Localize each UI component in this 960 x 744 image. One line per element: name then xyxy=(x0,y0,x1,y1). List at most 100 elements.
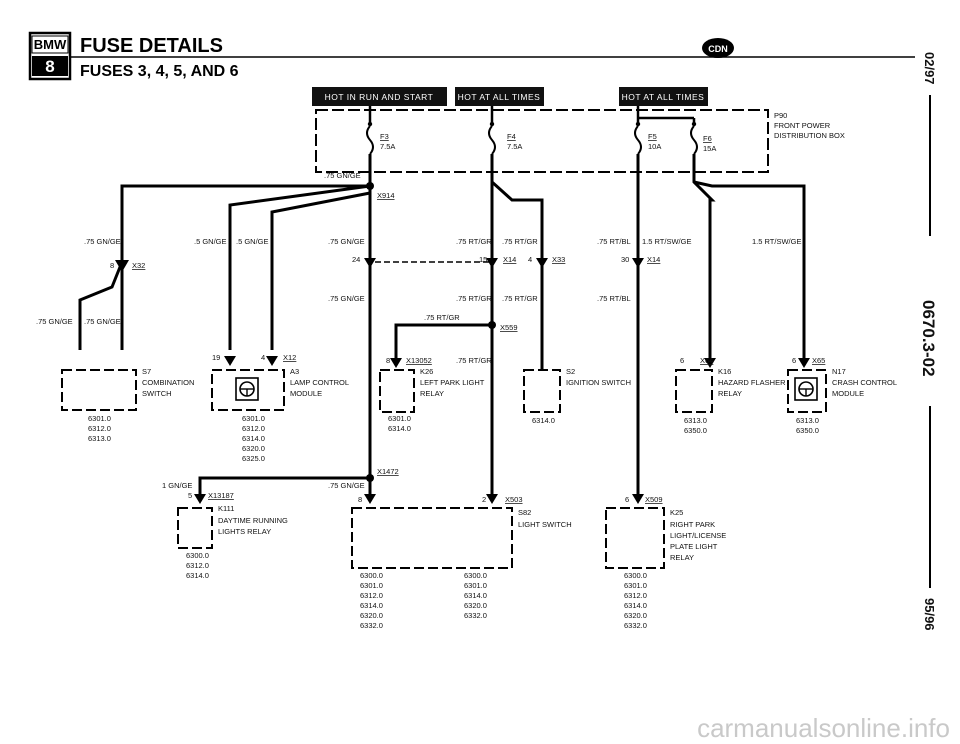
k25-ref-3: 6312.0 xyxy=(624,591,647,600)
n17-id: N17 xyxy=(832,367,846,376)
pin-x32 xyxy=(115,260,129,272)
s82-box xyxy=(351,507,513,569)
conn-x1472: X1472 xyxy=(377,467,399,476)
s7-name-1: COMBINATION xyxy=(142,378,194,387)
conn-x13052-pin: 8 xyxy=(386,356,390,365)
s82-ref-a-1: 6300.0 xyxy=(360,571,383,580)
pin-x13187 xyxy=(194,494,206,504)
conn-x12: X12 xyxy=(283,353,296,362)
wire-label-a3-right: .5 GN/GE xyxy=(236,237,269,246)
conn-x64-pin: 6 xyxy=(680,356,684,365)
splice-x1472 xyxy=(366,474,374,482)
s2-ref-1: 6314.0 xyxy=(532,416,555,425)
wire-label-f4-a: .75 RT/GR xyxy=(456,237,492,246)
wire-f6-to-k16 xyxy=(692,154,716,364)
wire-s7-split xyxy=(78,261,124,350)
k25-ref-2: 6301.0 xyxy=(624,581,647,590)
wire-f4-to-s2 xyxy=(490,154,544,370)
s82-id: S82 xyxy=(518,508,531,517)
conn-x12-pin1: 19 xyxy=(212,353,220,362)
a3-ref-1: 6301.0 xyxy=(242,414,265,423)
k111-name-1: DAYTIME RUNNING xyxy=(218,516,288,525)
side-mask xyxy=(922,236,938,406)
conn-x33: X33 xyxy=(552,255,565,264)
k16-name-1: HAZARD FLASHER xyxy=(718,378,786,387)
fuse-f4-terminal xyxy=(489,121,495,127)
splice-x914 xyxy=(366,182,374,190)
pin-x33 xyxy=(536,258,548,268)
k25-name-4: RELAY xyxy=(670,553,694,562)
fuse-f5-id: F5 xyxy=(648,132,657,141)
wire-label-f3-out: .75 GN/GE xyxy=(324,171,361,180)
wire-label-f4-c: .75 RT/GR xyxy=(456,294,492,303)
s82-ref-b-1: 6300.0 xyxy=(464,571,487,580)
conn-x509-pin: 6 xyxy=(625,495,629,504)
wire-label-s7-left: .75 GN/GE xyxy=(36,317,73,326)
conn-x509: X509 xyxy=(645,495,663,504)
pin-x12-4 xyxy=(266,356,278,366)
k25-ref-5: 6320.0 xyxy=(624,611,647,620)
bmw-logo-text: BMW xyxy=(34,37,67,52)
n17-module-icon xyxy=(794,377,818,401)
fuse-f6-rating: 15A xyxy=(703,144,716,153)
p90-name-line1: FRONT POWER xyxy=(774,121,831,130)
conn-x14-a-pin3: 4 xyxy=(528,255,532,264)
pin-x65 xyxy=(798,358,810,368)
conn-x65: X65 xyxy=(812,356,825,365)
n17-ref-1: 6313.0 xyxy=(796,416,819,425)
side-margin: 02/97 0670.3-02 95/96 xyxy=(919,48,938,648)
wire-label-x914-down2: .75 GN/GE xyxy=(328,294,365,303)
s82-ref-a-4: 6314.0 xyxy=(360,601,383,610)
conn-x32-pin: 8 xyxy=(110,261,114,270)
conn-x914: X914 xyxy=(377,191,395,200)
s7-box xyxy=(61,369,137,411)
side-mask-top xyxy=(922,48,938,92)
conn-x12-pin2: 4 xyxy=(261,353,265,362)
wire-to-k26 xyxy=(394,323,492,364)
s7-ref-2: 6312.0 xyxy=(88,424,111,433)
pin-x509 xyxy=(632,494,644,504)
series-badge xyxy=(32,56,68,76)
page-number: 0670.3-02 xyxy=(919,300,938,377)
conn-x65-pin: 6 xyxy=(792,356,796,365)
k111-name-2: LIGHTS RELAY xyxy=(218,527,271,536)
wire-label-x1472-left: 1 GN/GE xyxy=(162,481,192,490)
wire-label-x914-down: .75 GN/GE xyxy=(328,237,365,246)
date-code: 02/97 xyxy=(922,52,937,85)
p90-id: P90 xyxy=(774,111,787,120)
p90-name-line2: DISTRIBUTION BOX xyxy=(774,131,845,140)
pin-x13052 xyxy=(390,358,402,368)
fuse-f5-terminal xyxy=(635,121,641,127)
a3-box xyxy=(211,369,285,411)
banner-hot-in-run-text: HOT IN RUN AND START xyxy=(325,92,434,102)
splice-x559 xyxy=(488,321,496,329)
s7-name-2: SWITCH xyxy=(142,389,172,398)
k25-id: K25 xyxy=(670,508,683,517)
pin-x12-19 xyxy=(224,356,236,366)
fuse-symbols xyxy=(366,125,698,155)
module-icons xyxy=(235,377,818,401)
a3-ref-5: 6325.0 xyxy=(242,454,265,463)
connector-pins xyxy=(115,258,810,504)
page-title: FUSE DETAILS xyxy=(80,35,223,57)
s2-id: S2 xyxy=(566,367,575,376)
k26-ref-1: 6301.0 xyxy=(388,414,411,423)
s82-ref-a-3: 6312.0 xyxy=(360,591,383,600)
fuse-f4-symbol xyxy=(488,125,496,155)
wire-to-k111 xyxy=(198,476,370,498)
conn-x503-pin1: 8 xyxy=(358,495,362,504)
k25-box xyxy=(605,507,665,569)
s7-id: S7 xyxy=(142,367,151,376)
wire-f6-to-n17 xyxy=(693,180,806,364)
pin-x503-8 xyxy=(364,494,376,504)
fuse-f5-rating: 10A xyxy=(648,142,661,151)
a3-ref-4: 6320.0 xyxy=(242,444,265,453)
conn-x14-a-pin2: 15 xyxy=(479,255,487,264)
wire-label-f5-b: .75 RT/BL xyxy=(597,294,631,303)
conn-x13187-pin: 5 xyxy=(188,491,192,500)
k16-box xyxy=(675,369,713,413)
banner-hot-in-run xyxy=(312,87,447,106)
n17-name-1: CRASH CONTROL xyxy=(832,378,897,387)
